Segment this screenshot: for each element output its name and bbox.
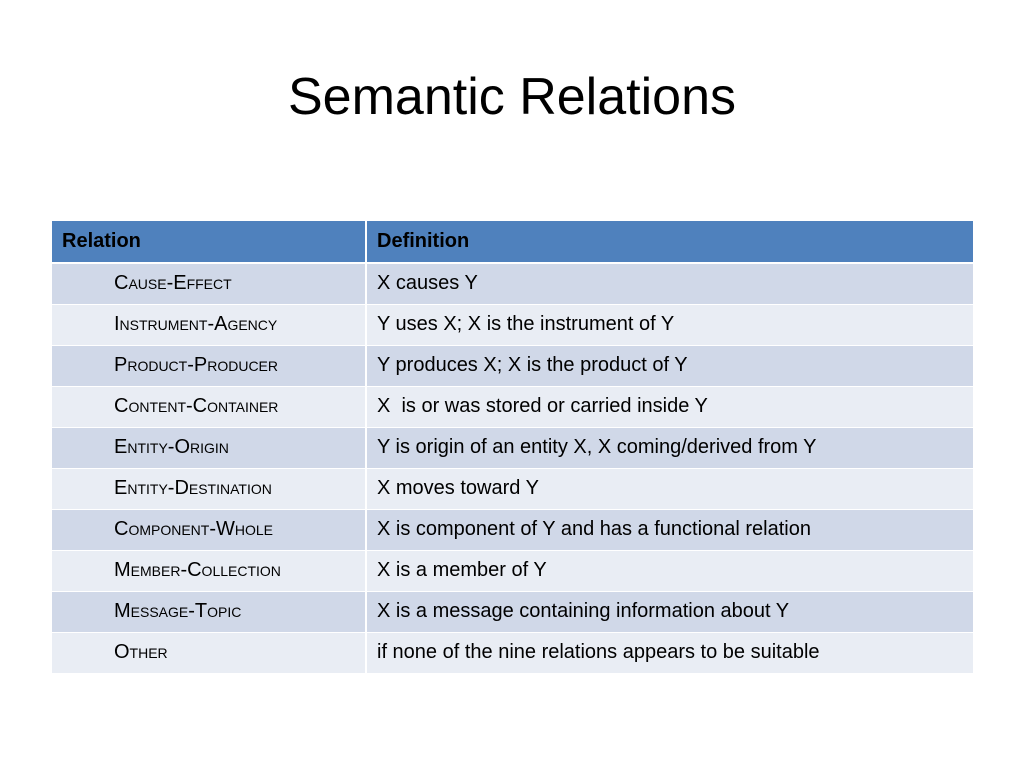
definition-cell: X is a message containing information ab… [366,591,973,633]
table-row: Entity-Destination X moves toward Y [52,468,973,510]
table-row: Message-Topic X is a message containing … [52,591,973,633]
table-row: Product-Producer Y produces X; X is the … [52,345,973,387]
table-row: Content-Container X is or was stored or … [52,386,973,428]
table-row: Other if none of the nine relations appe… [52,632,973,674]
relation-name-cell: Member-Collection [52,550,367,592]
table-row: Cause-Effect X causes Y [52,263,973,305]
relation-name-cell: Component-Whole [52,509,367,551]
definition-cell: X is a member of Y [366,550,973,592]
relation-name-cell: Message-Topic [52,591,367,633]
table-row: Entity-Origin Y is origin of an entity X… [52,427,973,469]
relation-name-cell: Content-Container [52,386,367,428]
relation-name-cell: Other [52,632,367,674]
slide-title: Semantic Relations [288,68,736,126]
relations-table: Relation Definition Cause-Effect X cause… [52,221,973,674]
definition-cell: Y produces X; X is the product of Y [366,345,973,387]
relation-name-cell: Entity-Destination [52,468,367,510]
relation-name-cell: Entity-Origin [52,427,367,469]
definition-cell: Y uses X; X is the instrument of Y [366,304,973,346]
table-row: Member-Collection X is a member of Y [52,550,973,592]
definition-cell: X is or was stored or carried inside Y [366,386,973,428]
table-header-row: Relation Definition [52,221,973,264]
column-header-definition: Definition [366,221,973,264]
definition-cell: Y is origin of an entity X, X coming/der… [366,427,973,469]
relation-name-cell: Product-Producer [52,345,367,387]
definition-cell: X moves toward Y [366,468,973,510]
table-row: Component-Whole X is component of Y and … [52,509,973,551]
definition-cell: X causes Y [366,263,973,305]
relation-name-cell: Instrument-Agency [52,304,367,346]
column-header-relation: Relation [52,221,367,264]
definition-cell: X is component of Y and has a functional… [366,509,973,551]
table-row: Instrument-Agency Y uses X; X is the ins… [52,304,973,346]
relation-name-cell: Cause-Effect [52,263,367,305]
definition-cell: if none of the nine relations appears to… [366,632,973,674]
